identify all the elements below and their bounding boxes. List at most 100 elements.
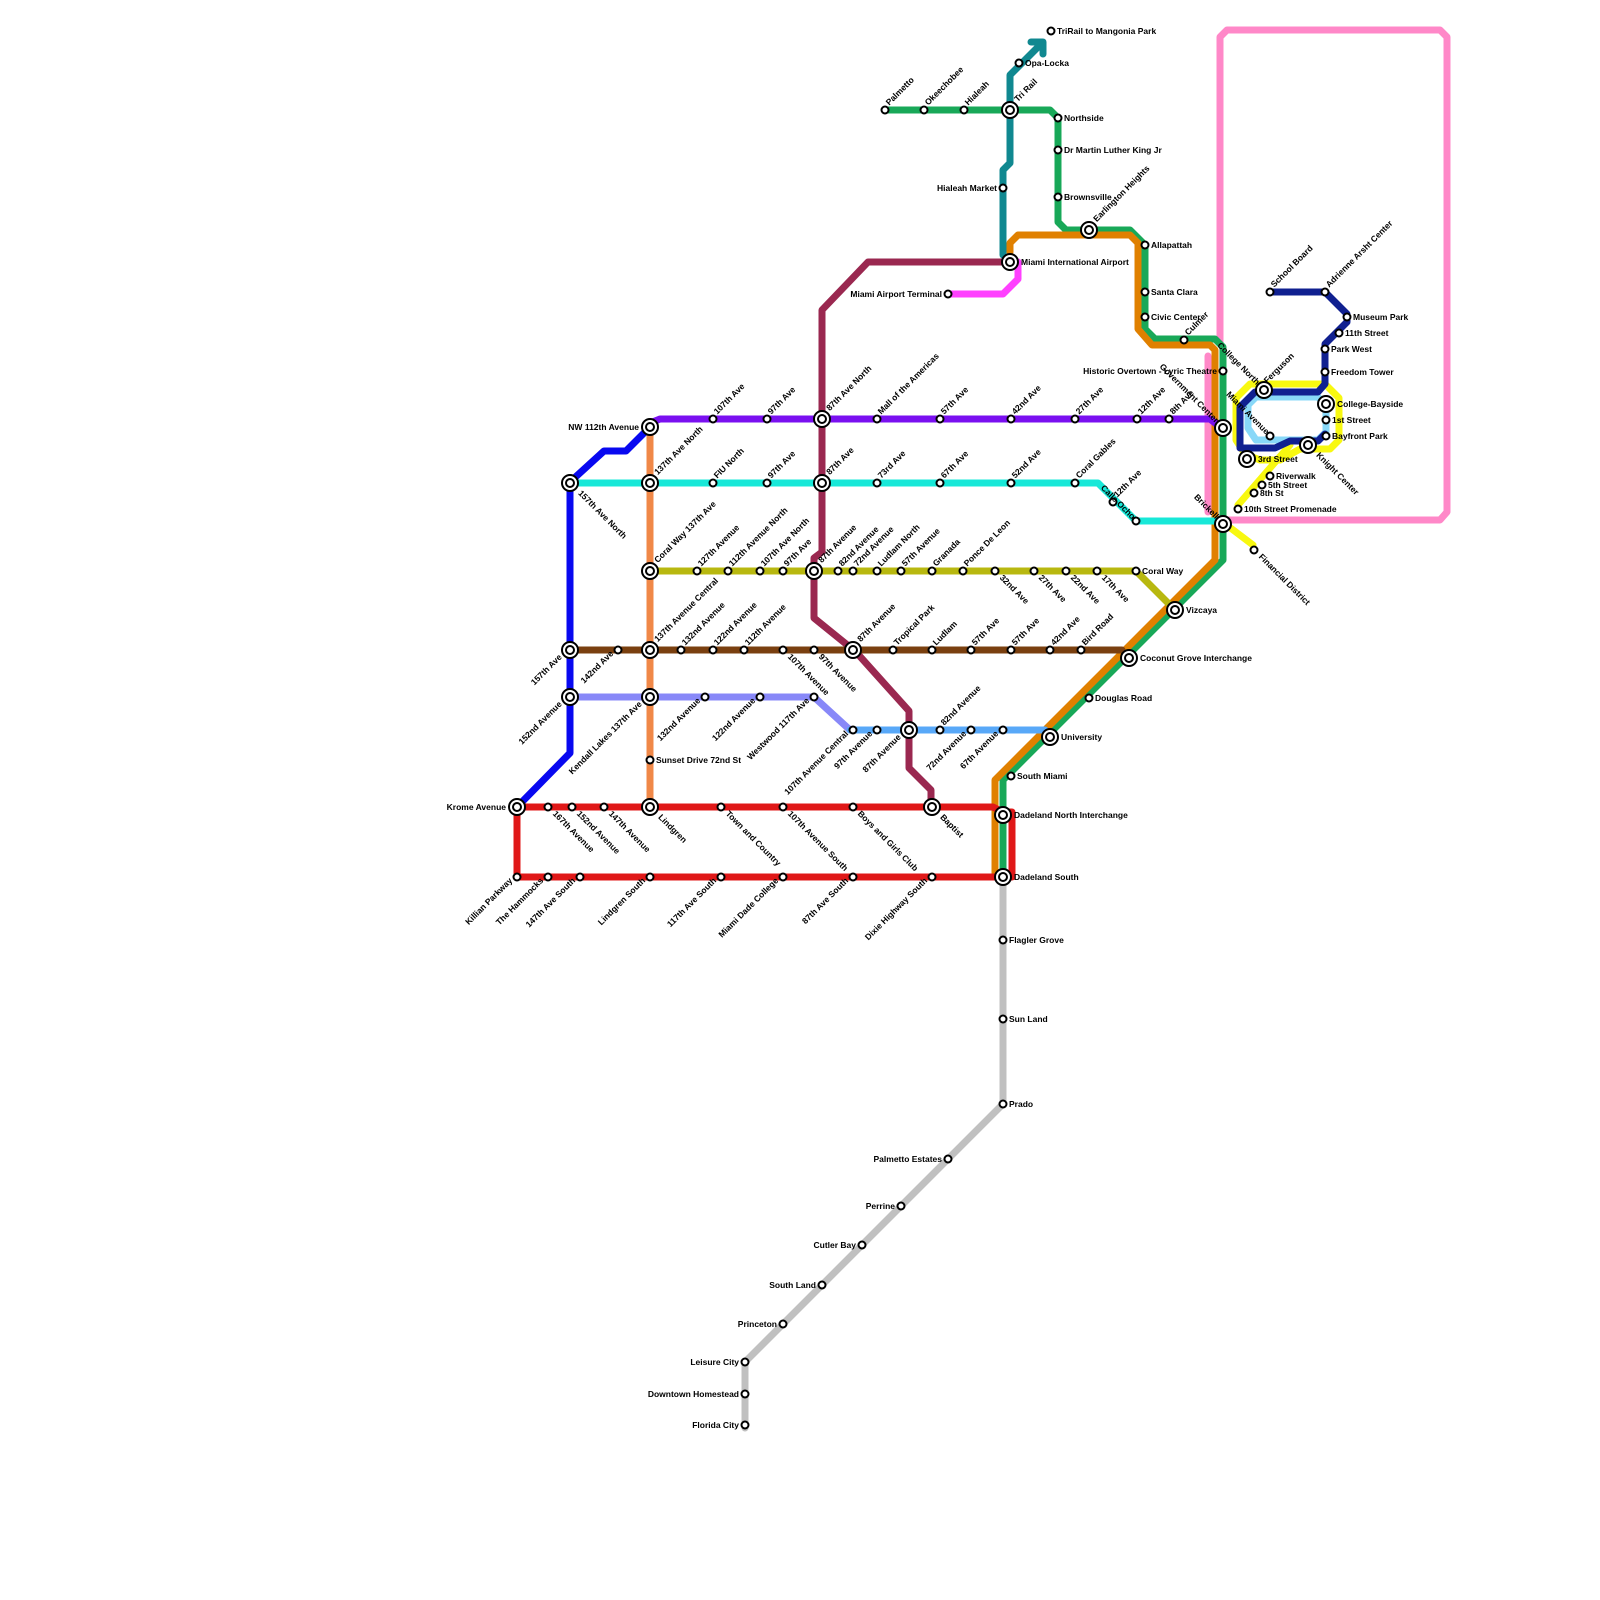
interchange-marker-core — [817, 414, 827, 424]
station-marker — [1320, 287, 1330, 297]
station-marker — [888, 645, 898, 655]
station-label: 27th Ave — [1074, 384, 1106, 416]
station-marker — [1334, 328, 1344, 338]
station-label: Palmetto Estates — [874, 1154, 943, 1164]
station-marker — [740, 1357, 750, 1367]
station-label: Granada — [931, 537, 963, 569]
station-marker — [1131, 566, 1141, 576]
station-marker — [1249, 545, 1259, 555]
station-label: South Miami — [1017, 771, 1068, 781]
station-marker — [966, 725, 976, 735]
station-marker — [1249, 488, 1259, 498]
station-marker — [1029, 566, 1039, 576]
station-marker — [700, 692, 710, 702]
station-marker — [1265, 287, 1275, 297]
interchange-marker-core — [1124, 653, 1134, 663]
station-label: Lindgren South — [596, 876, 647, 927]
station-marker — [833, 566, 843, 576]
station-label: Krome Avenue — [447, 802, 507, 812]
station-marker — [1006, 645, 1016, 655]
station-marker — [927, 872, 937, 882]
station-marker — [935, 725, 945, 735]
station-label: 73rd Ave — [876, 448, 908, 480]
station-marker — [1076, 645, 1086, 655]
station-label: Ferguson — [1262, 351, 1296, 385]
station-marker — [1321, 431, 1331, 441]
station-label: 97th Ave — [766, 448, 798, 480]
station-marker — [1265, 431, 1275, 441]
station-marker — [708, 478, 718, 488]
station-label: 87th Ave South — [800, 876, 850, 926]
station-marker — [1218, 366, 1228, 376]
station-marker — [676, 645, 686, 655]
station-marker — [755, 692, 765, 702]
station-label: Ludlam — [931, 618, 960, 647]
interchange-marker-core — [1218, 519, 1228, 529]
station-marker — [692, 566, 702, 576]
interchange-marker-core — [565, 478, 575, 488]
station-marker — [762, 478, 772, 488]
station-marker — [848, 725, 858, 735]
station-marker — [762, 414, 772, 424]
station-label: 11th Street — [1345, 328, 1389, 338]
station-marker — [1084, 693, 1094, 703]
station-label: Coral Gables — [1074, 436, 1118, 480]
station-marker — [1053, 145, 1063, 155]
station-label: Dadeland South — [1014, 872, 1079, 882]
station-marker — [708, 645, 718, 655]
interchange-marker-core — [998, 872, 1008, 882]
station-marker — [716, 872, 726, 882]
station-marker — [809, 645, 819, 655]
station-label: Miami Dade College — [716, 875, 780, 939]
station-marker — [1179, 335, 1189, 345]
station-label: TriRail to Mangonia Park — [1057, 26, 1156, 36]
interchange-marker-core — [809, 566, 819, 576]
station-label: Freedom Tower — [1331, 367, 1394, 377]
station-label: 57th Ave — [1010, 615, 1042, 647]
interchange-marker-core — [645, 692, 655, 702]
station-marker — [1045, 645, 1055, 655]
station-marker — [1092, 566, 1102, 576]
station-label: 42nd Ave — [1010, 383, 1044, 417]
station-marker — [575, 872, 585, 882]
station-marker — [896, 566, 906, 576]
station-marker — [958, 566, 968, 576]
station-label: Historic Overtown - Lyric Theatre — [1083, 366, 1217, 376]
station-marker — [613, 645, 623, 655]
station-label: Flagler Grove — [1009, 935, 1064, 945]
station-label: Downtown Homestead — [648, 1389, 739, 1399]
station-marker — [935, 414, 945, 424]
station-label: Sun Land — [1009, 1014, 1048, 1024]
station-label: 57th Ave — [939, 384, 971, 416]
station-marker — [872, 566, 882, 576]
station-marker — [1006, 414, 1016, 424]
station-marker — [872, 478, 882, 488]
station-marker — [848, 566, 858, 576]
interchange-marker-core — [1303, 440, 1313, 450]
station-marker — [872, 414, 882, 424]
station-marker — [778, 802, 788, 812]
station-marker — [1140, 240, 1150, 250]
station-label: Bird Road — [1080, 611, 1116, 647]
station-marker — [599, 802, 609, 812]
station-label: Hialeah Market — [937, 183, 997, 193]
station-label: Brownsville — [1064, 192, 1112, 202]
route-teal-8 — [999, 38, 1047, 259]
station-marker — [1233, 504, 1243, 514]
route-blue-20 — [513, 423, 654, 811]
station-marker — [927, 566, 937, 576]
station-marker — [1140, 287, 1150, 297]
station-label: 132nd Avenue — [655, 695, 703, 743]
route-yellow-5 — [1232, 380, 1343, 464]
station-marker — [817, 1280, 827, 1290]
interchange-marker-core — [645, 645, 655, 655]
station-marker — [543, 872, 553, 882]
station-label: 22nd Ave — [1069, 573, 1103, 607]
station-marker — [1342, 312, 1352, 322]
station-label: Coconut Grove Interchange — [1140, 653, 1252, 663]
station-label: Knight Center — [1314, 450, 1361, 497]
station-marker — [778, 872, 788, 882]
station-label: 1st Street — [1332, 415, 1371, 425]
interchange-marker-core — [1005, 105, 1015, 115]
station-label: Town and Country — [724, 809, 784, 869]
